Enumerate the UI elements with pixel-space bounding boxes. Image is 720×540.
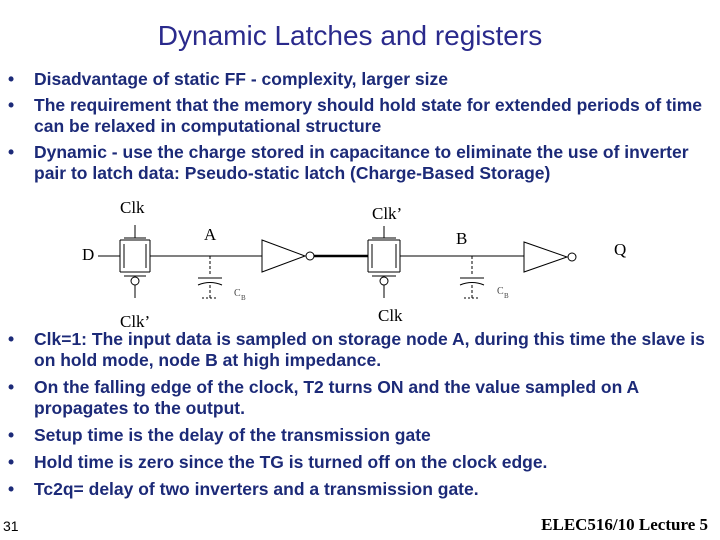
clk-bar-label-2: Clk’ (372, 204, 402, 223)
bullet-item: Disadvantage of static FF - complexity, … (8, 69, 713, 90)
bullet-item: The requirement that the memory should h… (8, 95, 713, 137)
node-a-label: A (204, 225, 217, 244)
node-b-label: B (456, 229, 467, 248)
storage-capacitor-1 (197, 256, 223, 299)
bullet-item: Hold time is zero since the TG is turned… (8, 452, 713, 473)
cap-1-subscript: B (241, 294, 246, 302)
cap-2-subscript: B (504, 292, 509, 300)
clk-label-2: Clk (378, 306, 403, 325)
clk-label-1: Clk (120, 198, 145, 217)
cap-1-label: C (234, 288, 241, 299)
bullet-item: Dynamic - use the charge stored in capac… (8, 142, 713, 184)
inverter-1 (261, 239, 315, 273)
bullet-item: Tc2q= delay of two inverters and a trans… (8, 479, 713, 500)
bullet-item: Clk=1: The input data is sampled on stor… (8, 329, 713, 371)
transmission-gate-1 (119, 225, 151, 298)
bullet-item: Setup time is the delay of the transmiss… (8, 425, 713, 446)
bullet-item: On the falling edge of the clock, T2 tur… (8, 377, 713, 419)
clk-bar-label-1: Clk’ (120, 312, 150, 331)
lecture-footer: ELEC516/10 Lecture 5 (541, 515, 708, 534)
output-q-label: Q (614, 240, 626, 259)
slide-title: Dynamic Latches and registers (157, 20, 543, 51)
page-number: 31 (3, 518, 19, 534)
storage-capacitor-2 (459, 256, 485, 299)
latch-circuit-diagram: C B C B Clk Clk’ Clk’ Clk D A (82, 198, 626, 331)
bullet-list-top: Disadvantage of static FF - complexity, … (8, 69, 713, 189)
inverter-2 (523, 241, 577, 273)
transmission-gate-2 (367, 226, 401, 298)
cap-2-label: C (497, 286, 504, 297)
input-d-label: D (82, 245, 94, 264)
bullet-list-bottom: Clk=1: The input data is sampled on stor… (8, 329, 713, 506)
